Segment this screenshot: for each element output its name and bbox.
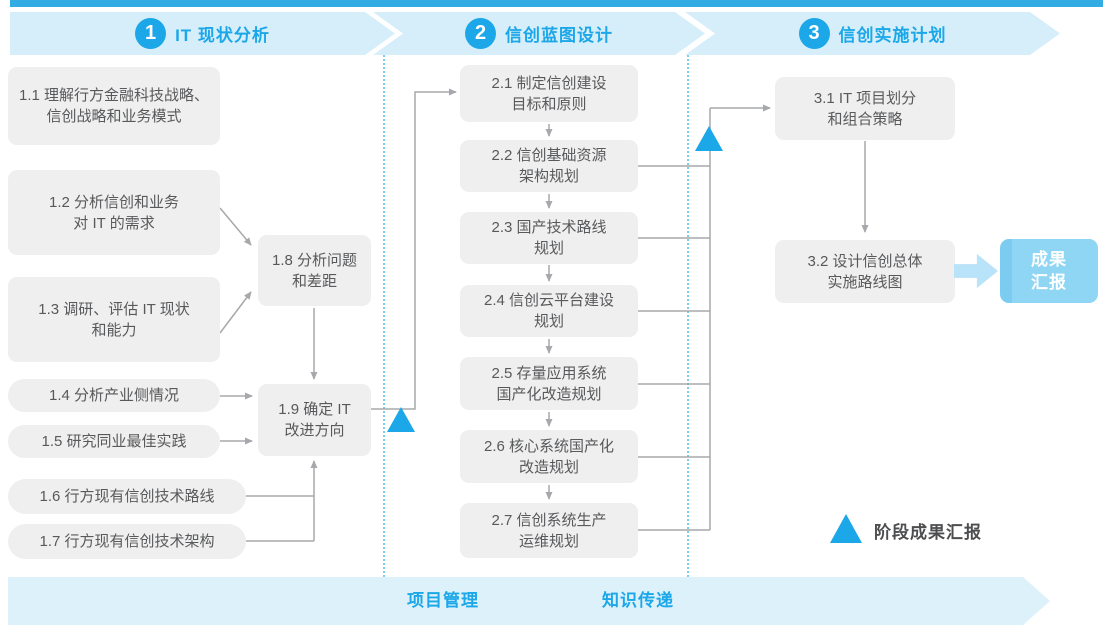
box-1-6: 1.6 行方现有信创技术路线: [8, 479, 246, 514]
phase-banner-1: 1 IT 现状分析: [10, 12, 395, 55]
footer-label-knowledge-transfer: 知识传递: [602, 591, 674, 610]
phase-3-number-badge: 3: [799, 18, 830, 49]
footer-label-project-management: 项目管理: [407, 591, 479, 610]
box-2-5-line-1: 2.5 存量应用系统: [491, 364, 607, 382]
footer-banner: 项目管理 知识传递: [8, 577, 1050, 625]
box-1-8: 1.8 分析问题 和差距: [258, 235, 371, 306]
box-2-3: 2.3 国产技术路线 规划: [460, 212, 638, 264]
box-3-2: 3.2 设计信创总体 实施路线图: [775, 240, 955, 303]
box-1-9: 1.9 确定 IT 改进方向: [258, 384, 371, 456]
phase-banner-2: 2 信创蓝图设计: [373, 12, 705, 55]
box-2-4-line-1: 2.4 信创云平台建设: [483, 292, 615, 309]
phase-divider-line-2: [687, 55, 689, 577]
phase-2-number-badge: 2: [465, 18, 496, 49]
legend-triangle-icon: [830, 514, 862, 543]
box-1-2: 1.2 分析信创和业务 对 IT 的需求: [8, 170, 220, 255]
box-2-7: 2.7 信创系统生产 运维规划: [460, 503, 638, 558]
box-1-7-line-1: 1.7 行方现有信创技术架构: [39, 533, 215, 550]
box-1-6-line-1: 1.6 行方现有信创技术路线: [39, 488, 215, 505]
box-2-3-line-2: 规划: [533, 240, 564, 257]
box-2-6: 2.6 核心系统国产化 改造规划: [460, 430, 638, 483]
milestone-triangle-icon-phase1: [387, 407, 415, 432]
box-3-2-line-1: 3.2 设计信创总体: [807, 252, 923, 270]
box-2-3-line-1: 2.3 国产技术路线: [491, 219, 607, 236]
box-2-7-line-2: 运维规划: [518, 532, 579, 550]
box-1-2-line-1: 1.2 分析信创和业务: [48, 193, 180, 211]
box-1-8-line-2: 和差距: [291, 272, 337, 290]
box-3-1: 3.1 IT 项目划分 和组合策略: [775, 77, 955, 140]
result-report-box: 成果 汇报: [1000, 239, 1098, 303]
box-3-1-line-1: 3.1 IT 项目划分: [813, 89, 917, 107]
box-2-1-line-2: 目标和原则: [511, 95, 587, 113]
box-1-3-line-1: 1.3 调研、评估 IT 现状: [38, 300, 190, 318]
box-1-9-line-2: 改进方向: [284, 422, 345, 439]
box-1-3-line-2: 和能力: [91, 321, 137, 339]
box-2-5-line-2: 国产化改造规划: [496, 385, 602, 403]
box-1-7: 1.7 行方现有信创技术架构: [8, 524, 246, 559]
box-1-1-line-1: 1.1 理解行方金融科技战略、: [18, 87, 210, 104]
box-2-1-line-1: 2.1 制定信创建设: [491, 74, 607, 92]
box-1-9-line-1: 1.9 确定 IT: [278, 401, 351, 418]
box-1-2-line-2: 对 IT 的需求: [73, 214, 155, 232]
box-2-5: 2.5 存量应用系统 国产化改造规划: [460, 357, 638, 410]
box-1-5-line-1: 1.5 研究同业最佳实践: [41, 433, 187, 450]
box-1-1-line-2: 信创战略和业务模式: [46, 108, 182, 125]
box-2-2-line-1: 2.2 信创基础资源: [491, 147, 607, 164]
box-2-6-line-1: 2.6 核心系统国产化: [483, 437, 615, 455]
box-1-3: 1.3 调研、评估 IT 现状 和能力: [8, 277, 220, 362]
phase-banner-3: 3 信创实施计划: [685, 12, 1060, 55]
box-1-8-line-1: 1.8 分析问题: [271, 251, 358, 269]
box-3-1-line-2: 和组合策略: [827, 110, 903, 128]
box-2-2: 2.2 信创基础资源 架构规划: [460, 140, 638, 192]
result-report-line-2: 汇报: [1031, 273, 1067, 292]
box-3-2-line-2: 实施路线图: [827, 273, 903, 291]
legend-label: 阶段成果汇报: [874, 523, 982, 542]
box-2-7-line-1: 2.7 信创系统生产: [491, 511, 607, 529]
result-arrow-icon: [954, 253, 998, 289]
top-accent-strip: [10, 0, 1103, 7]
box-2-4: 2.4 信创云平台建设 规划: [460, 285, 638, 337]
box-1-4: 1.4 分析产业侧情况: [8, 379, 220, 412]
box-2-4-line-2: 规划: [533, 313, 564, 330]
box-2-1: 2.1 制定信创建设 目标和原则: [460, 65, 638, 122]
box-1-4-line-1: 1.4 分析产业侧情况: [48, 387, 180, 404]
phase-3-title: 信创实施计划: [838, 26, 947, 45]
milestone-triangle-icon-phase2: [695, 126, 723, 151]
phase-divider-line-1: [383, 55, 385, 577]
box-1-5: 1.5 研究同业最佳实践: [8, 425, 220, 458]
phase-1-number-badge: 1: [135, 18, 166, 49]
phase-1-title: IT 现状分析: [175, 26, 270, 45]
box-1-1: 1.1 理解行方金融科技战略、 信创战略和业务模式: [8, 67, 220, 145]
box-2-6-line-2: 改造规划: [518, 458, 579, 476]
phase-2-title: 信创蓝图设计: [505, 26, 613, 45]
box-2-2-line-2: 架构规划: [518, 168, 579, 185]
result-report-line-1: 成果: [1031, 250, 1067, 269]
